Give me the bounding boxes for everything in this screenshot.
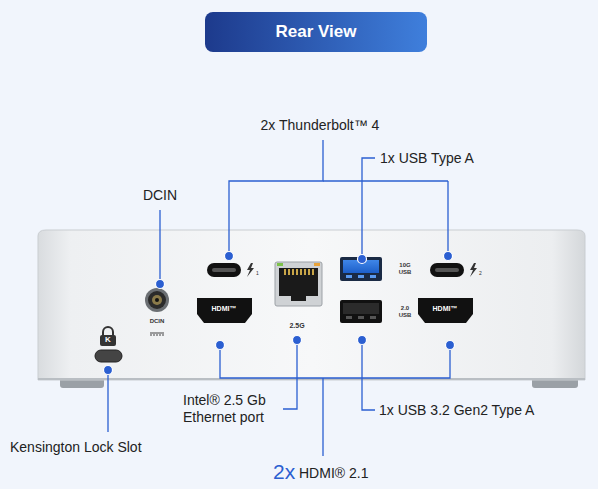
port-marking: HDMI™ — [433, 305, 458, 312]
title-text: Rear View — [276, 22, 357, 42]
port-number: 1 — [256, 271, 259, 276]
callout-label: Intel® 2.5 Gb Ethernet port — [183, 392, 283, 426]
port-marking: 2.0 — [401, 305, 409, 311]
title-pill: Rear View — [205, 12, 427, 52]
port-number: 2 — [479, 271, 482, 276]
port-marking: USB — [399, 269, 412, 275]
callout-label: HDMI® 2.1 — [299, 465, 368, 482]
callout-label: DCIN — [143, 187, 177, 204]
callout-count: 2x — [273, 459, 295, 484]
callout-label: 1x USB 3.2 Gen2 Type A — [379, 402, 534, 419]
port-marking: USB — [399, 312, 412, 318]
lock-icon-letter: K — [105, 336, 111, 344]
callout-label: Kensington Lock Slot — [10, 439, 142, 456]
callout-label: 2x Thunderbolt™ 4 — [261, 117, 380, 134]
callout-label: 1x USB Type A — [380, 150, 474, 167]
port-marking: DCIN — [150, 318, 165, 324]
port-marking: 10G — [399, 262, 410, 268]
port-marking: HDMI™ — [212, 305, 237, 312]
port-marking: 2.5G — [289, 322, 304, 329]
